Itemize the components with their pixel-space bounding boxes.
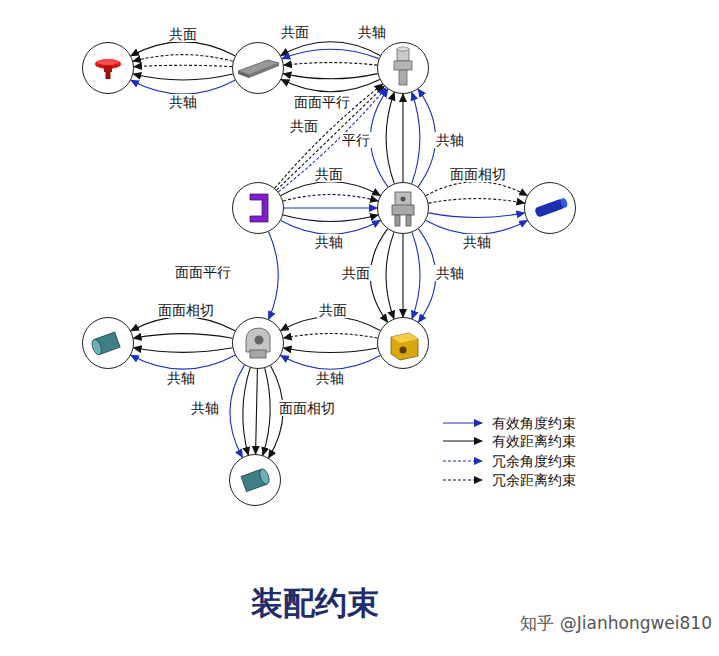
constraint-connector	[131, 355, 235, 369]
constraint-connector	[386, 92, 394, 183]
constraint-connector	[283, 195, 378, 202]
constraint-connector	[134, 65, 232, 66]
constraint-label: 共轴	[189, 400, 221, 416]
constraint-connector	[230, 365, 244, 457]
constraint-connector	[412, 232, 420, 318]
legend-text: 有效角度约束	[492, 415, 576, 431]
constraint-connector	[133, 74, 232, 80]
constraint-connector	[282, 49, 378, 58]
constraint-connector	[386, 232, 394, 318]
part-circle	[377, 42, 429, 94]
constraint-label: 面面相切	[156, 302, 216, 318]
constraint-connector	[256, 369, 258, 454]
constraint-connector	[402, 94, 403, 182]
constraint-label: 共面	[313, 166, 345, 182]
constraint-connector	[131, 42, 235, 56]
constraint-connector	[281, 42, 380, 56]
constraint-label: 共面	[167, 26, 199, 42]
constraint-label: 共轴	[313, 234, 345, 250]
constraint-label: 共轴	[167, 94, 199, 110]
part-circle	[232, 182, 284, 234]
constraint-connector	[281, 221, 380, 235]
constraint-label: 面面相切	[448, 166, 508, 182]
constraint-connector	[284, 63, 377, 66]
diagram-title: 装配约束	[251, 582, 379, 626]
constraint-label: 共轴	[434, 265, 466, 281]
legend-text: 有效距离约束	[492, 433, 576, 449]
constraint-connector	[277, 86, 385, 190]
part-circle	[232, 317, 284, 369]
constraint-connector	[412, 92, 420, 183]
part-circle	[82, 317, 134, 369]
constraint-connector	[429, 199, 525, 204]
legend-text: 冗余角度约束	[492, 453, 576, 469]
constraint-connector	[283, 215, 378, 222]
constraint-label: 共轴	[434, 132, 466, 148]
constraint-connector	[284, 348, 378, 353]
constraint-connector	[284, 207, 377, 208]
constraint-connector	[418, 89, 435, 187]
constraint-connector	[243, 368, 250, 455]
constraint-connector	[281, 80, 379, 92]
constraint-connector	[263, 368, 270, 455]
watermark: 知乎 @Jianhongwei810	[520, 612, 712, 635]
constraint-label: 共轴	[314, 370, 346, 386]
constraint-connector	[370, 229, 387, 322]
constraint-label: 共面	[288, 118, 320, 134]
part-circle	[229, 454, 281, 506]
constraint-connector	[281, 182, 380, 196]
constraint-connector	[284, 334, 378, 339]
constraint-connector	[131, 80, 235, 94]
constraint-connector	[269, 232, 279, 319]
part-circle	[82, 42, 134, 94]
constraint-connector	[281, 356, 380, 370]
constraint-connector	[429, 213, 525, 218]
constraint-connector	[133, 55, 233, 62]
constraint-label: 共面	[317, 302, 349, 318]
constraint-label: 面面平行	[292, 94, 352, 110]
constraint-label: 共轴	[165, 370, 197, 386]
constraint-label: 共面	[340, 265, 372, 281]
constraint-connector	[281, 317, 380, 331]
constraint-label: 面面平行	[173, 264, 233, 280]
constraint-label: 共轴	[356, 24, 388, 40]
constraint-connector	[370, 89, 387, 187]
constraint-connector	[131, 317, 235, 331]
part-circle	[524, 182, 576, 234]
constraint-connector	[134, 334, 233, 339]
constraint-connector	[275, 84, 383, 188]
constraint-connector	[283, 74, 377, 79]
part-circle	[377, 317, 429, 369]
constraint-connector	[426, 220, 527, 234]
legend-text: 冗余距离约束	[492, 472, 576, 488]
part-circle	[377, 182, 429, 234]
constraint-connector	[134, 348, 233, 353]
constraint-connector	[402, 234, 403, 317]
constraint-label: 面面相切	[277, 400, 337, 416]
part-circle	[232, 42, 284, 94]
constraint-connector	[278, 88, 386, 192]
constraint-label: 共面	[279, 24, 311, 40]
constraint-label: 平行	[340, 132, 372, 148]
constraint-label: 共轴	[461, 234, 493, 250]
constraint-connector	[426, 182, 527, 196]
